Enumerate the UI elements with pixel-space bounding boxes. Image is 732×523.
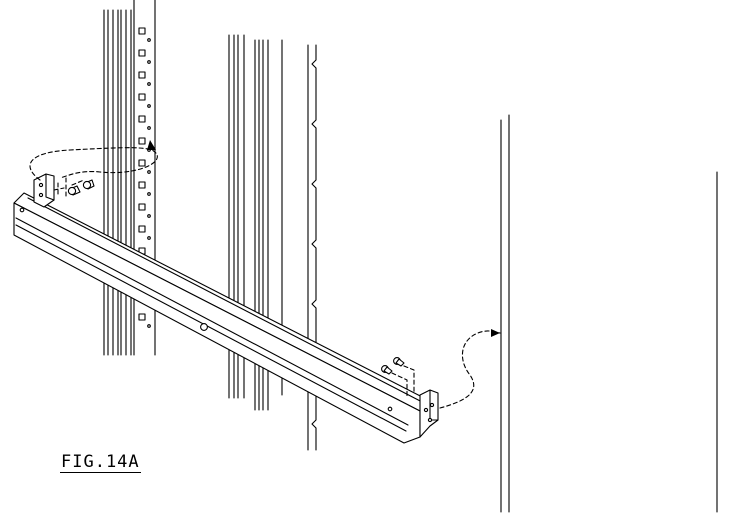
right-ear-bracket bbox=[419, 389, 439, 438]
rack-round-hole bbox=[147, 82, 151, 86]
cabinet-side-panel bbox=[500, 114, 718, 513]
assembly-guide-lines bbox=[29, 147, 501, 409]
rack-square-hole bbox=[138, 71, 146, 79]
screw-right-1 bbox=[381, 365, 393, 375]
screw-left-2 bbox=[82, 179, 95, 190]
rack-round-hole bbox=[147, 170, 151, 174]
rack-square-hole bbox=[138, 159, 146, 167]
rack-square-hole bbox=[138, 203, 146, 211]
rack-round-hole bbox=[147, 126, 151, 130]
rack-square-hole bbox=[138, 225, 146, 233]
rack-round-hole bbox=[147, 104, 151, 108]
rack-round-hole bbox=[147, 236, 151, 240]
rack-round-hole bbox=[147, 60, 151, 64]
rack-square-hole bbox=[138, 27, 146, 35]
arrowhead-left bbox=[147, 140, 156, 150]
rack-square-hole bbox=[138, 115, 146, 123]
left-ear-bracket bbox=[33, 173, 55, 208]
rack-round-hole bbox=[147, 214, 151, 218]
rack-round-hole bbox=[147, 324, 151, 328]
screw-left-1 bbox=[67, 185, 81, 196]
rack-round-hole bbox=[147, 192, 151, 196]
figure-label: FIG.14A bbox=[60, 452, 141, 473]
screw-right-2 bbox=[393, 357, 405, 367]
rack-round-hole bbox=[147, 38, 151, 42]
rack-square-hole bbox=[138, 49, 146, 57]
rack-square-hole bbox=[138, 181, 146, 189]
rack-square-hole bbox=[138, 93, 146, 101]
arrowhead-right bbox=[491, 329, 500, 337]
rack-square-hole bbox=[138, 313, 146, 321]
rack-square-hole bbox=[138, 137, 146, 145]
rail-bracket bbox=[13, 192, 431, 444]
